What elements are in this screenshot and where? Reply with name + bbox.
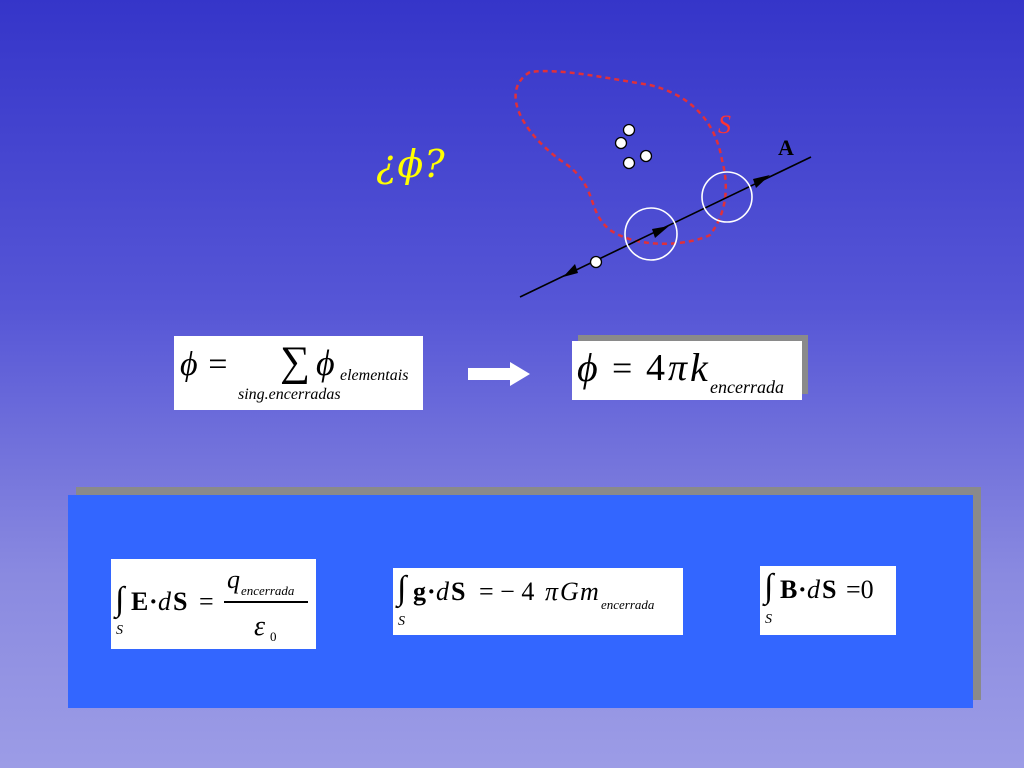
surface-label: S bbox=[718, 110, 731, 139]
flux-question-title: ¿ϕ? bbox=[376, 142, 446, 186]
integral-sub-s: S bbox=[398, 614, 405, 629]
equals-sign: = bbox=[199, 587, 214, 616]
closed-surface-path bbox=[514, 69, 728, 245]
phi-symbol: ϕ bbox=[316, 343, 335, 383]
surface-integral-icon: ∫ bbox=[397, 570, 407, 607]
equals-zero: =0 bbox=[846, 575, 874, 604]
intersection-circle bbox=[701, 171, 753, 223]
arrowhead-icon bbox=[652, 226, 669, 238]
fraction-bar bbox=[224, 601, 308, 603]
sum-symbol: ∑ bbox=[280, 339, 310, 385]
right-arrow-icon bbox=[468, 362, 530, 386]
k-symbol: k bbox=[690, 345, 708, 390]
q-sub-encerrada: encerrada bbox=[241, 583, 295, 598]
equals-minus-4: = − 4 bbox=[479, 577, 535, 606]
singularity-point bbox=[589, 255, 603, 269]
integral-sub-s: S bbox=[116, 623, 123, 638]
gauss-law-electric: ∫ S E · d S = q encerrada ε 0 bbox=[111, 559, 316, 649]
vector-s: S bbox=[451, 577, 466, 606]
sub-sing-encerradas: sing.encerradas bbox=[238, 386, 341, 403]
field-label: A bbox=[778, 135, 794, 160]
integral-sub-s: S bbox=[765, 612, 772, 627]
singularity-point bbox=[622, 156, 636, 170]
flux-result-equation: ϕ = 4 π k encerrada bbox=[572, 341, 802, 400]
pi-symbol: π bbox=[545, 577, 559, 606]
epsilon-sub-0: 0 bbox=[270, 629, 277, 644]
vector-g: g bbox=[413, 577, 426, 606]
pi-symbol: π bbox=[668, 347, 688, 389]
vector-e: E bbox=[131, 587, 149, 616]
surface-integral-icon: ∫ bbox=[764, 568, 774, 605]
gauss-law-magnetic: ∫ S B · d S =0 bbox=[760, 566, 896, 635]
singularity-point bbox=[639, 149, 653, 163]
m-symbol: m bbox=[580, 577, 599, 606]
equals-sign: = bbox=[612, 348, 633, 388]
vector-s: S bbox=[173, 587, 188, 616]
sub-elementais: elementais bbox=[340, 367, 409, 384]
phi-lhs: ϕ = bbox=[180, 346, 230, 383]
intersection-circle bbox=[624, 207, 678, 261]
dot-operator: · bbox=[149, 587, 158, 616]
singularity-point bbox=[622, 123, 636, 137]
dot-operator: · bbox=[427, 577, 436, 606]
epsilon-symbol: ε bbox=[254, 611, 266, 642]
d-symbol: d bbox=[436, 577, 449, 606]
d-symbol: d bbox=[158, 587, 171, 616]
sub-encerrada: encerrada bbox=[710, 377, 784, 397]
coef-4: 4 bbox=[646, 347, 665, 389]
gauss-law-gravity: ∫ S g · d S = − 4 π G m encerrada bbox=[393, 568, 683, 635]
m-sub-encerrada: encerrada bbox=[601, 597, 655, 612]
dot-operator: · bbox=[798, 575, 807, 604]
arrowhead-icon bbox=[563, 264, 578, 277]
d-symbol: d bbox=[807, 575, 820, 604]
phi-lhs: ϕ bbox=[577, 345, 598, 390]
g-constant: G bbox=[560, 577, 579, 606]
q-symbol: q bbox=[227, 565, 240, 594]
vector-b: B bbox=[780, 575, 798, 604]
arrowhead-icon bbox=[753, 175, 770, 188]
surface-integral-icon: ∫ bbox=[115, 581, 125, 618]
singularity-point bbox=[614, 136, 628, 150]
flux-sum-equation: ϕ = ∑ ϕ elementais sing.encerradas bbox=[174, 336, 423, 410]
vector-s: S bbox=[822, 575, 837, 604]
